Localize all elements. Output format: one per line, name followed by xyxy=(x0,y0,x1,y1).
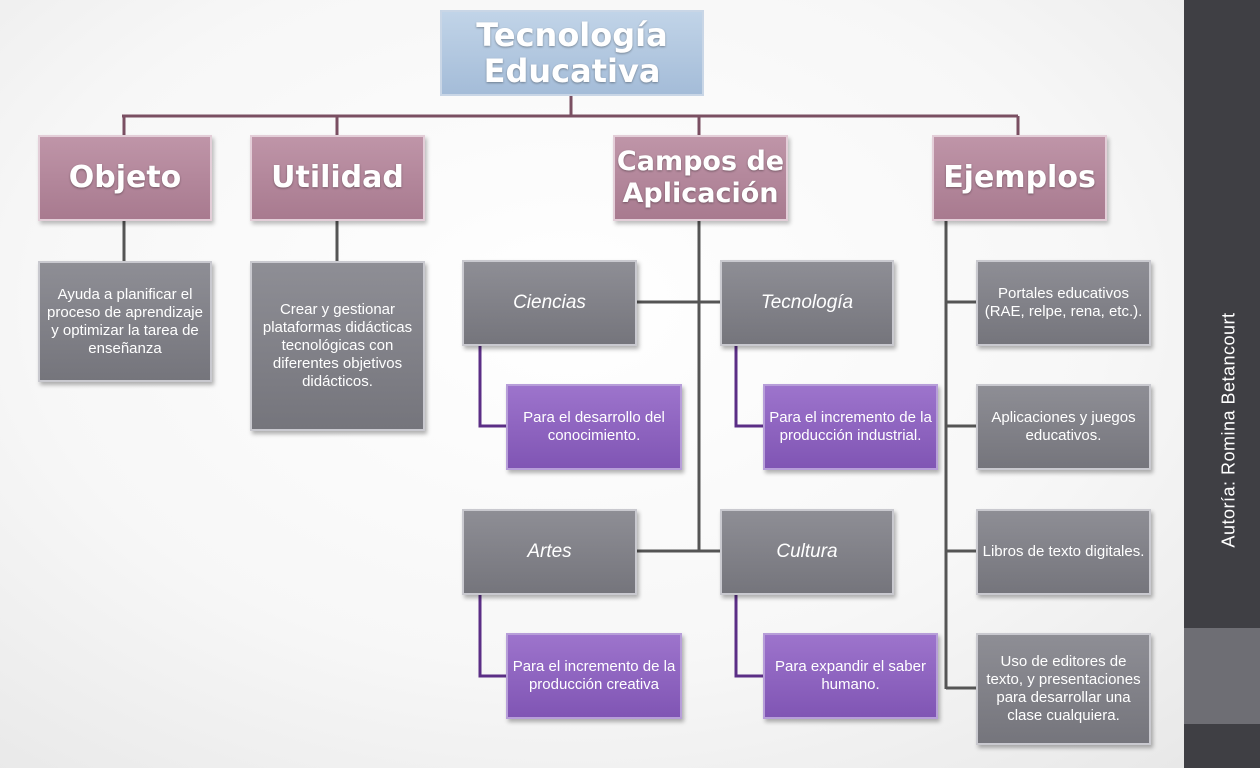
field-ciencias: Ciencias xyxy=(462,260,637,346)
field-cultura: Cultura xyxy=(720,509,894,595)
field-artes-description: Para el incremento de la producción crea… xyxy=(506,633,682,719)
field-ciencias-description: Para el desarrollo del conocimiento. xyxy=(506,384,682,470)
field-cultura-description: Para expandir el saber humano. xyxy=(763,633,938,719)
example-item: Libros de texto digitales. xyxy=(976,509,1151,595)
side-panel-accent xyxy=(1184,628,1260,724)
utilidad-description: Crear y gestionar plataformas didácticas… xyxy=(250,261,425,431)
example-item-text: Libros de texto digitales. xyxy=(982,543,1145,560)
root-node: Tecnología Educativa xyxy=(440,10,704,96)
category-campos-label: Campos de Aplicación xyxy=(616,146,785,209)
sub-connectors xyxy=(122,219,977,690)
author-credit: Autoría: Romina Betancourt xyxy=(1218,312,1239,548)
field-ciencias-description-text: Para el desarrollo del conocimiento. xyxy=(523,409,665,444)
example-item-text: Portales educativos (RAE, relpe, rena, e… xyxy=(984,285,1143,320)
category-utilidad: Utilidad xyxy=(250,135,425,221)
example-item-text: Uso de editores de texto, y presentacion… xyxy=(986,653,1141,724)
field-tecnologia-label: Tecnología xyxy=(760,292,854,313)
field-cultura-label: Cultura xyxy=(776,541,838,562)
field-artes-label: Artes xyxy=(527,541,572,562)
field-tecnologia: Tecnología xyxy=(720,260,894,346)
category-objeto: Objeto xyxy=(38,135,212,221)
example-item: Aplicaciones y juegos educativos. xyxy=(976,384,1151,470)
example-item: Uso de editores de texto, y presentacion… xyxy=(976,633,1151,745)
purple-connectors xyxy=(478,345,764,678)
example-item: Portales educativos (RAE, relpe, rena, e… xyxy=(976,260,1151,346)
field-artes: Artes xyxy=(462,509,637,595)
category-campos: Campos de Aplicación xyxy=(613,135,788,221)
objeto-description: Ayuda a planificar el proceso de aprendi… xyxy=(38,261,212,382)
field-ciencias-label: Ciencias xyxy=(513,292,586,313)
category-ejemplos-label: Ejemplos xyxy=(943,160,1096,195)
category-objeto-label: Objeto xyxy=(68,160,182,195)
root-title: Tecnología Educativa xyxy=(476,16,668,90)
objeto-description-text: Ayuda a planificar el proceso de aprendi… xyxy=(47,285,203,357)
field-cultura-description-text: Para expandir el saber humano. xyxy=(775,658,926,693)
example-item-text: Aplicaciones y juegos educativos. xyxy=(991,409,1136,444)
utilidad-description-text: Crear y gestionar plataformas didácticas… xyxy=(262,301,413,390)
field-tecnologia-description-text: Para el incremento de la producción indu… xyxy=(769,409,932,444)
field-tecnologia-description: Para el incremento de la producción indu… xyxy=(763,384,938,470)
main-connectors xyxy=(122,95,1020,136)
category-ejemplos: Ejemplos xyxy=(932,135,1107,221)
field-artes-description-text: Para el incremento de la producción crea… xyxy=(512,658,676,693)
category-utilidad-label: Utilidad xyxy=(271,160,404,195)
